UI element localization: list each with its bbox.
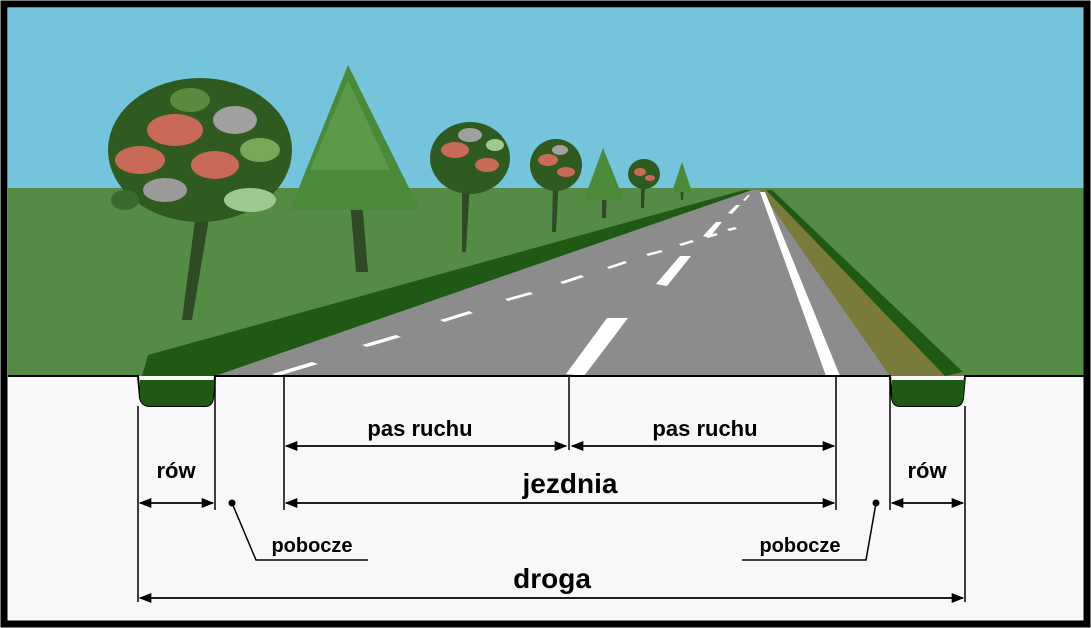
tree-5	[584, 148, 624, 200]
dimension-lines	[138, 440, 965, 604]
road-surface	[215, 190, 890, 376]
tree-3	[430, 122, 510, 194]
right-verge	[766, 190, 963, 376]
tree-1	[108, 78, 292, 222]
right-ditch-fill	[892, 380, 965, 406]
shoulder-leaders	[231, 502, 877, 561]
tree-6	[628, 159, 660, 189]
left-ditch-fill	[140, 380, 215, 406]
ditch-right-label: rów	[907, 458, 947, 483]
tree-7	[672, 162, 692, 192]
right-field	[760, 190, 1085, 376]
lane-left-label: pas ruchu	[367, 416, 472, 441]
extension-lines	[137, 376, 966, 602]
left-verge	[142, 190, 752, 376]
tree-2	[290, 65, 420, 210]
road-label: droga	[513, 563, 591, 594]
center-dashed-line	[566, 195, 750, 376]
carriageway-label: jezdnia	[522, 468, 618, 499]
right-edge-line	[760, 192, 840, 376]
tree-trunks	[182, 178, 684, 320]
tree-4	[530, 139, 582, 191]
lane-right-label: pas ruchu	[652, 416, 757, 441]
shoulder-right-label: pobocze	[759, 535, 840, 557]
shoulder-left-label: pobocze	[271, 535, 352, 557]
shoulder-right-dot	[872, 499, 880, 507]
shoulder-left-dot	[228, 499, 236, 507]
ditch-left-label: rów	[156, 458, 196, 483]
